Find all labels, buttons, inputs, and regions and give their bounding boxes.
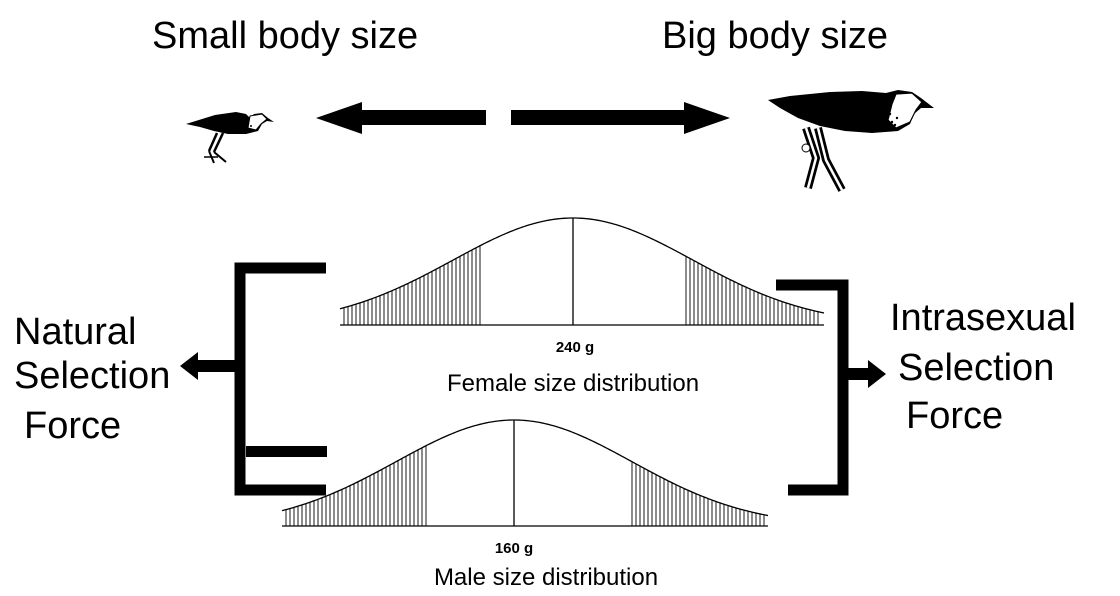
- intrasexual-selection-label-line2: Selection: [898, 347, 1054, 389]
- bracket-bar: [246, 446, 327, 457]
- female-tail-hatching: [344, 246, 818, 325]
- intrasexual-selection-label: Intrasexual Selection Force: [890, 297, 1076, 437]
- female-mean-label: 240 g: [556, 339, 594, 356]
- arrow-right-icon: [511, 102, 730, 134]
- natural-selection-label-line2: Selection: [14, 355, 170, 397]
- small-bird-icon: [186, 112, 274, 163]
- female-distribution: 240 g Female size distribution: [340, 218, 824, 397]
- male-caption: Male size distribution: [434, 564, 658, 591]
- big-body-size-label: Big body size: [662, 15, 888, 57]
- intrasexual-selection-arrow: [848, 360, 886, 388]
- intrasexual-selection-label-line1: Intrasexual: [890, 297, 1076, 339]
- big-bird-icon: [768, 90, 934, 190]
- small-body-size-label: Small body size: [152, 15, 418, 57]
- male-mean-label: 160 g: [495, 540, 533, 557]
- natural-selection-label-line1: Natural: [14, 311, 137, 353]
- female-caption: Female size distribution: [447, 370, 699, 397]
- natural-selection-arrow: [180, 352, 235, 380]
- natural-selection-label-line3: Force: [24, 405, 121, 447]
- arrow-left-icon: [316, 102, 486, 134]
- natural-selection-label: Natural Selection Force: [14, 311, 170, 447]
- intrasexual-selection-label-line3: Force: [906, 395, 1003, 437]
- male-distribution-curve: [282, 420, 768, 516]
- male-distribution: 160 g Male size distribution: [282, 420, 768, 591]
- female-distribution-curve: [340, 218, 824, 313]
- male-tail-hatching: [286, 446, 764, 526]
